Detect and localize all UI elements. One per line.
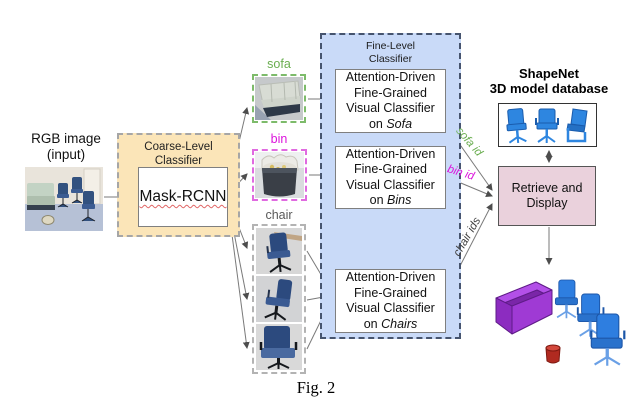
classifier-sofa-line1: Attention-Driven <box>345 70 436 84</box>
classifier-chairs-line1: Attention-Driven <box>345 270 436 284</box>
shapenet-models-box <box>498 103 597 147</box>
mask-rcnn-label: Mask-RCNN <box>139 188 227 205</box>
chair-crops-stack <box>252 224 306 374</box>
classifier-sofa-line2: Fine-Grained <box>354 85 427 100</box>
classifier-chairs-line3: Visual Classifier <box>346 301 435 315</box>
classifier-bins-box: Attention-Driven Fine-Grained Visual Cla… <box>335 146 446 209</box>
mask-rcnn-box: Mask-RCNN <box>138 167 228 227</box>
retrieve-display-label: Retrieve and Display <box>511 180 583 211</box>
rendered-scene <box>478 272 635 383</box>
classifier-bins-line2: Fine-Grained <box>354 162 427 176</box>
coarse-level-classifier-box: Coarse-Level Classifier Mask-RCNN <box>117 133 240 237</box>
retrieve-display-box: Retrieve and Display <box>498 166 596 226</box>
chair-crop-3-art <box>256 324 302 370</box>
classifier-sofa-line4: on Sofa <box>368 116 413 131</box>
scene-bin <box>545 344 561 364</box>
bin-crop-art <box>255 152 304 198</box>
classifier-bins-line4: on Bins <box>369 193 412 207</box>
input-bin <box>41 215 55 225</box>
sofa-detection-label: sofa <box>267 57 291 71</box>
sofa-crop-photo <box>252 74 306 123</box>
rendered-scene-art <box>495 279 626 366</box>
input-chairs <box>57 177 96 222</box>
bin-crop-photo <box>252 149 307 201</box>
classifier-sofa-line3: Visual Classifier <box>346 101 435 115</box>
chair-crop-1-art <box>256 228 302 274</box>
coarse-level-classifier-title: Coarse-Level Classifier <box>144 141 213 167</box>
fine-level-classifier-title: Fine-Level Classifier <box>365 40 416 65</box>
chair-crop-2-art <box>256 276 302 322</box>
figure-caption: Fig. 2 <box>296 378 336 397</box>
classifier-chairs-line2: Fine-Grained <box>354 285 427 300</box>
input-sofa <box>27 183 55 210</box>
chair-detection-label: chair <box>265 208 293 222</box>
bin-detection-label: bin <box>270 132 288 146</box>
classifier-bins-line1: Attention-Driven <box>345 146 436 161</box>
shapenet-chair-2 <box>535 108 560 143</box>
input-image-label: RGB image (input) <box>31 131 101 162</box>
scene-sofa <box>495 281 553 335</box>
classifier-bins-line3: Visual Classifier <box>346 177 435 192</box>
classifier-chairs-box: Attention-Driven Fine-Grained Visual Cla… <box>335 269 446 333</box>
sofa-crop-art <box>255 77 303 120</box>
shapenet-chair-1 <box>506 108 527 144</box>
classifier-sofa-box: Attention-Driven Fine-Grained Visual Cla… <box>335 69 446 133</box>
shapenet-chair-3 <box>566 108 588 143</box>
scene-chairs <box>554 279 626 366</box>
fine-level-classifier-box: Fine-Level Classifier Attention-Driven F… <box>320 33 461 339</box>
input-room-photo-art <box>25 167 103 231</box>
classifier-chairs-line4: on Chairs <box>363 316 418 331</box>
input-room-photo <box>25 167 103 236</box>
shapenet-title: ShapeNet 3D model database <box>489 66 609 96</box>
